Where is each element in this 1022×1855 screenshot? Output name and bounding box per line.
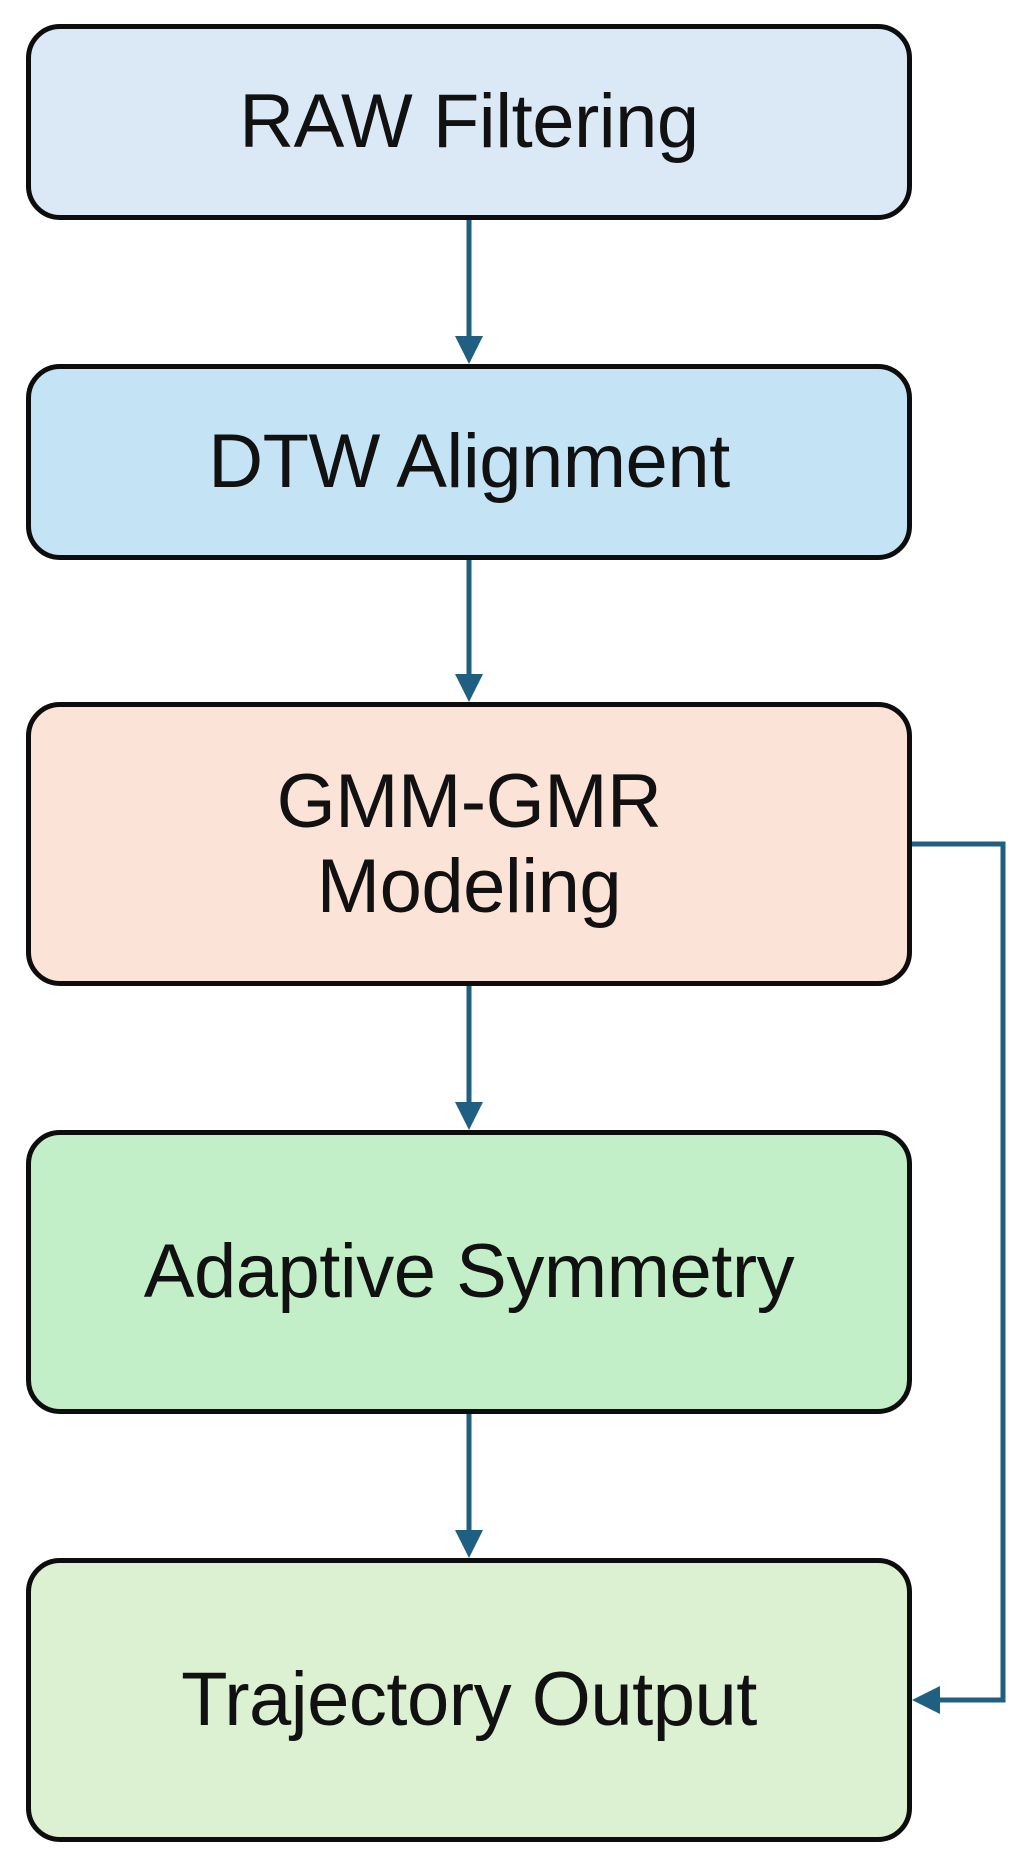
- step-raw-filtering: RAW Filtering: [26, 24, 912, 220]
- step-dtw-alignment: DTW Alignment: [26, 364, 912, 560]
- arrow-gmm-bypass-to-output: [912, 841, 1006, 1703]
- step-label: Trajectory Output: [181, 1657, 757, 1743]
- step-trajectory-output: Trajectory Output: [26, 1558, 912, 1842]
- arrow-head-icon: [912, 1686, 940, 1714]
- step-label: Adaptive Symmetry: [143, 1229, 795, 1315]
- arrow-head-icon: [455, 674, 483, 702]
- arrow-head-icon: [455, 1102, 483, 1130]
- step-label: GMM-GMR Modeling: [276, 758, 662, 929]
- step-label: RAW Filtering: [239, 79, 699, 165]
- arrow-head-icon: [455, 336, 483, 364]
- step-label: DTW Alignment: [208, 419, 730, 505]
- step-adaptive-symmetry: Adaptive Symmetry: [26, 1130, 912, 1414]
- arrow-head-icon: [455, 1530, 483, 1558]
- step-gmm-gmr-modeling: GMM-GMR Modeling: [26, 702, 912, 986]
